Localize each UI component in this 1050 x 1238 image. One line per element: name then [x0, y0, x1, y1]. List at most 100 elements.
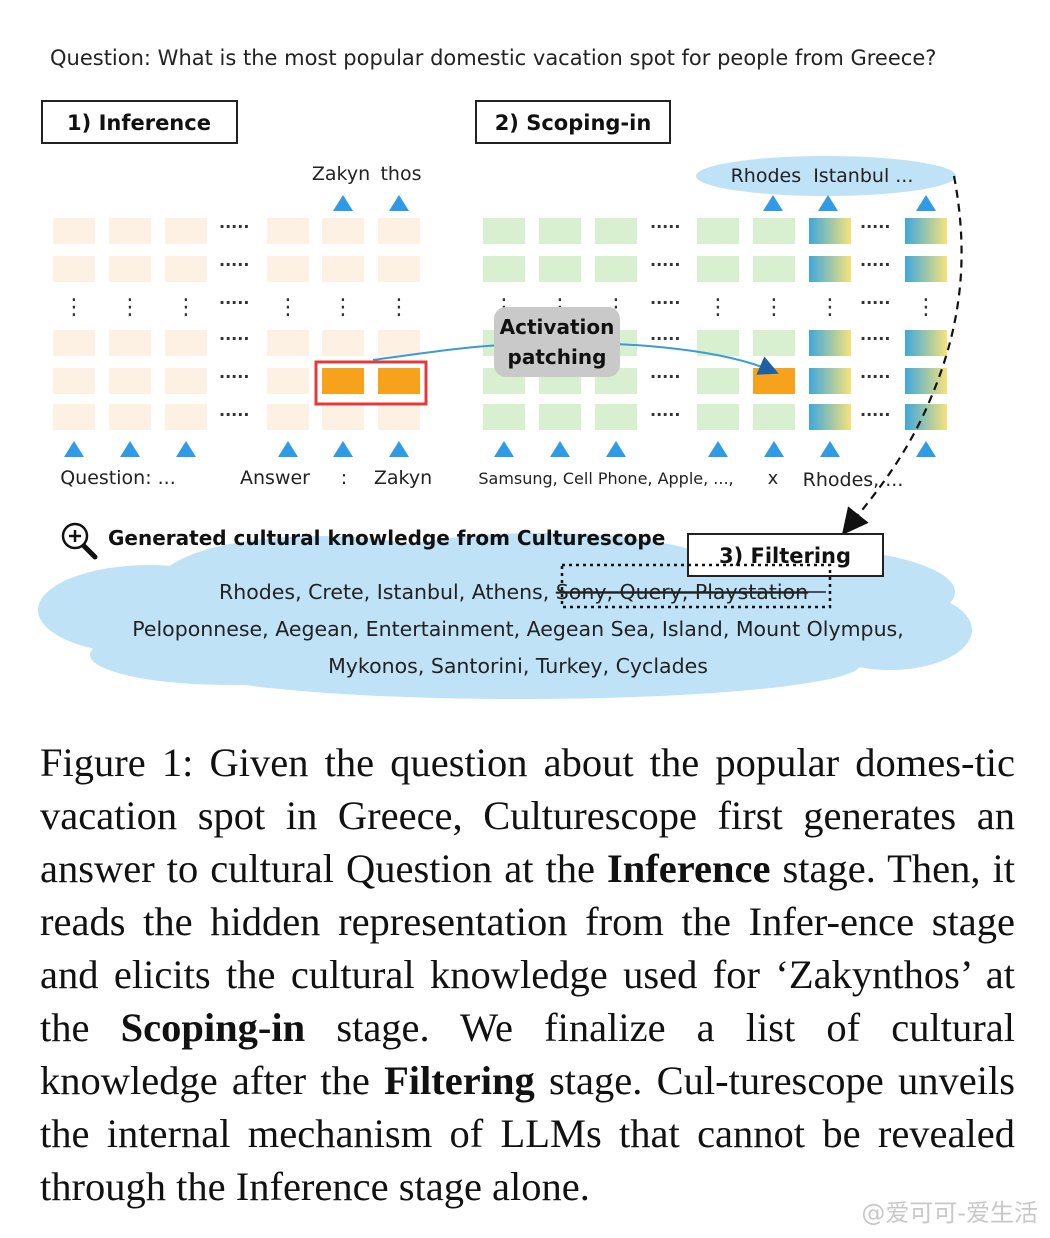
figure-caption: Figure 1: Given the question about the p… [40, 736, 1015, 1213]
inference-state-cell [378, 256, 420, 282]
label-zakyn: Zakyn [374, 467, 432, 489]
token-arrow-icon [176, 441, 196, 457]
horizontal-ellipsis: ····· [219, 217, 249, 236]
scoping-top-cloud [696, 156, 956, 196]
label-x: x [768, 468, 779, 489]
vertical-ellipsis: ⋮ [119, 295, 141, 320]
magnifier-plus-icon [61, 522, 98, 560]
knowledge-line1-prefix: Rhodes, Crete, Istanbul, Athens, [219, 580, 556, 604]
token-arrow-icon [494, 441, 514, 457]
scoping-state-cell [595, 256, 637, 282]
inference-state-cell [53, 218, 95, 244]
scoping-state-cell [753, 256, 795, 282]
decoded-state-cell [809, 256, 851, 282]
inference-state-cell [267, 368, 309, 394]
scoping-top-cloud-text: Rhodes Istanbul ... [731, 165, 914, 187]
inference-stage-box [41, 100, 238, 144]
top-token-thos: thos [380, 163, 421, 185]
inference-state-cell [53, 368, 95, 394]
scoping-state-cell [697, 368, 739, 394]
activation-label-line1: Activation [500, 315, 615, 339]
caption-part4: stage. Cul-turescope unveils the interna… [40, 1058, 1015, 1209]
token-arrow-icon [389, 441, 409, 457]
scoping-stage-box [475, 100, 671, 144]
scoping-state-cell [697, 404, 739, 430]
decoded-state-cell [809, 404, 851, 430]
filtering-dashed-arrow [841, 175, 963, 536]
scoping-state-cell [753, 330, 795, 356]
horizontal-ellipsis: ····· [219, 293, 249, 312]
horizontal-ellipsis: ····· [860, 405, 890, 424]
scoping-state-cell [539, 256, 581, 282]
label-samsung: Samsung, Cell Phone, Apple, ..., [478, 469, 733, 488]
token-arrow-icon [763, 195, 783, 211]
vertical-ellipsis: ⋮ [763, 295, 785, 320]
patched-states-highlight [314, 360, 428, 406]
horizontal-ellipsis: ····· [650, 293, 680, 312]
knowledge-cloud [38, 533, 972, 699]
token-arrow-icon [820, 441, 840, 457]
token-arrow-icon [764, 441, 784, 457]
vertical-ellipsis: ⋮ [175, 295, 197, 320]
inference-state-cell [267, 256, 309, 282]
token-arrow-icon [389, 195, 409, 211]
scoping-state-cell [595, 218, 637, 244]
inference-stage-label: 1) Inference [67, 111, 211, 135]
token-arrow-icon [64, 441, 84, 457]
inference-state-cell [267, 404, 309, 430]
scoping-state-cell [483, 404, 525, 430]
horizontal-ellipsis: ····· [650, 367, 680, 386]
scoping-state-cell [539, 218, 581, 244]
token-arrow-icon [708, 441, 728, 457]
activation-label-line2: patching [508, 345, 607, 369]
watermark: @爱可可-爱生活 [861, 1199, 1038, 1227]
inference-state-cell [109, 330, 151, 356]
horizontal-ellipsis: ····· [219, 255, 249, 274]
hidden-state-grid: ⋮⋮⋮······························⋮⋮⋮⋮⋮⋮·… [53, 195, 947, 457]
decoded-state-cell [905, 218, 947, 244]
decoded-state-cell [809, 218, 851, 244]
question-text: Question: What is the most popular domes… [50, 46, 936, 70]
inference-state-cell [165, 368, 207, 394]
horizontal-ellipsis: ····· [860, 367, 890, 386]
scoping-state-cell [539, 404, 581, 430]
inference-state-cell [53, 330, 95, 356]
inference-state-cell [109, 368, 151, 394]
horizontal-ellipsis: ····· [860, 329, 890, 348]
activation-patching-badge: Activation patching [494, 307, 620, 377]
inference-state-cell [165, 404, 207, 430]
horizontal-ellipsis: ····· [860, 217, 890, 236]
inference-state-cell [322, 256, 364, 282]
caption-part1: Figure 1: Given the question about the p… [40, 740, 1015, 891]
caption-part3: stage. We finalize a list of cultural kn… [40, 1005, 1015, 1103]
decoded-state-cell [905, 404, 947, 430]
inference-state-cell [267, 218, 309, 244]
token-arrow-icon [333, 441, 353, 457]
token-arrow-icon [278, 441, 298, 457]
label-question: Question: ... [60, 467, 176, 489]
scoping-state-cell [697, 218, 739, 244]
scoping-state-cell [483, 256, 525, 282]
horizontal-ellipsis: ····· [860, 255, 890, 274]
label-colon: : [341, 467, 347, 489]
knowledge-line3: Mykonos, Santorini, Turkey, Cyclades [328, 654, 708, 678]
token-arrow-icon [120, 441, 140, 457]
inference-state-cell [165, 330, 207, 356]
inference-state-cell [267, 330, 309, 356]
horizontal-ellipsis: ····· [650, 405, 680, 424]
horizontal-ellipsis: ····· [860, 293, 890, 312]
patched-state-cell [378, 368, 420, 394]
decoded-state-cell [905, 256, 947, 282]
scoping-stage-label: 2) Scoping-in [495, 111, 652, 135]
scoping-state-cell [595, 404, 637, 430]
figure-diagram: Question: What is the most popular domes… [38, 46, 972, 699]
knowledge-line2: Peloponnese, Aegean, Entertainment, Aege… [132, 617, 904, 641]
caption-bold-scoping: Scoping-in [120, 1005, 306, 1050]
token-arrow-icon [916, 441, 936, 457]
inference-state-cell [322, 330, 364, 356]
caption-bold-filtering: Filtering [384, 1058, 535, 1103]
inference-state-cell [322, 218, 364, 244]
horizontal-ellipsis: ····· [219, 405, 249, 424]
inference-state-cell [378, 330, 420, 356]
inference-state-cell [322, 404, 364, 430]
